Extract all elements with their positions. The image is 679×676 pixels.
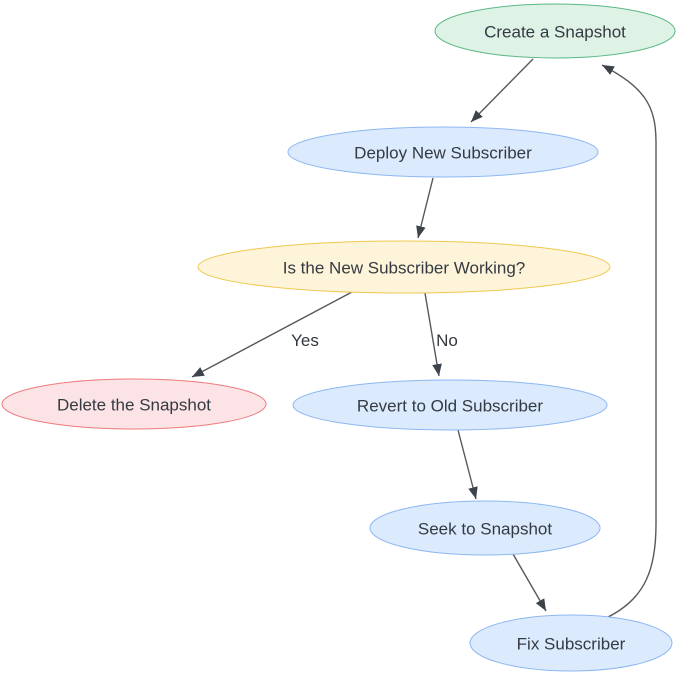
- node-shape-seek-to-snapshot: [369, 500, 601, 556]
- edge-working-no: [424, 292, 442, 377]
- edge-seek-to-fix: [512, 553, 547, 612]
- node-delete-the-snapshot: Delete the Snapshot: [1, 378, 267, 430]
- node-create-snapshot: Create a Snapshot: [434, 3, 676, 59]
- node-shape-deploy-new-subscriber: [287, 126, 599, 178]
- node-fix-subscriber: Fix Subscriber: [469, 614, 673, 672]
- node-label-fix-subscriber: Fix Subscriber: [517, 635, 626, 654]
- edge-deploy-to-working: [416, 177, 434, 239]
- edge-fix-to-create: [601, 64, 657, 618]
- node-shape-create-snapshot: [434, 3, 676, 59]
- node-label-create-snapshot: Create a Snapshot: [484, 23, 626, 42]
- edge-working-yes: [191, 291, 353, 378]
- node-label-seek-to-snapshot: Seek to Snapshot: [418, 520, 552, 539]
- node-label-delete-the-snapshot: Delete the Snapshot: [57, 396, 211, 415]
- edge-create-to-deploy: [470, 58, 534, 123]
- node-shape-delete-the-snapshot: [1, 378, 267, 430]
- edge-label-working-no: No: [436, 331, 458, 350]
- node-seek-to-snapshot: Seek to Snapshot: [369, 500, 601, 556]
- node-label-is-new-subscriber-working: Is the New Subscriber Working?: [283, 259, 526, 278]
- node-shape-is-new-subscriber-working: [197, 240, 611, 294]
- node-label-revert-to-old-subscriber: Revert to Old Subscriber: [357, 397, 543, 416]
- node-label-deploy-new-subscriber: Deploy New Subscriber: [354, 144, 532, 163]
- edge-revert-to-seek: [457, 429, 478, 500]
- node-shape-revert-to-old-subscriber: [292, 379, 608, 431]
- node-is-new-subscriber-working: Is the New Subscriber Working?: [197, 240, 611, 294]
- node-shape-fix-subscriber: [469, 614, 673, 672]
- node-revert-to-old-subscriber: Revert to Old Subscriber: [292, 379, 608, 431]
- edge-label-working-yes: Yes: [291, 331, 319, 350]
- node-deploy-new-subscriber: Deploy New Subscriber: [287, 126, 599, 178]
